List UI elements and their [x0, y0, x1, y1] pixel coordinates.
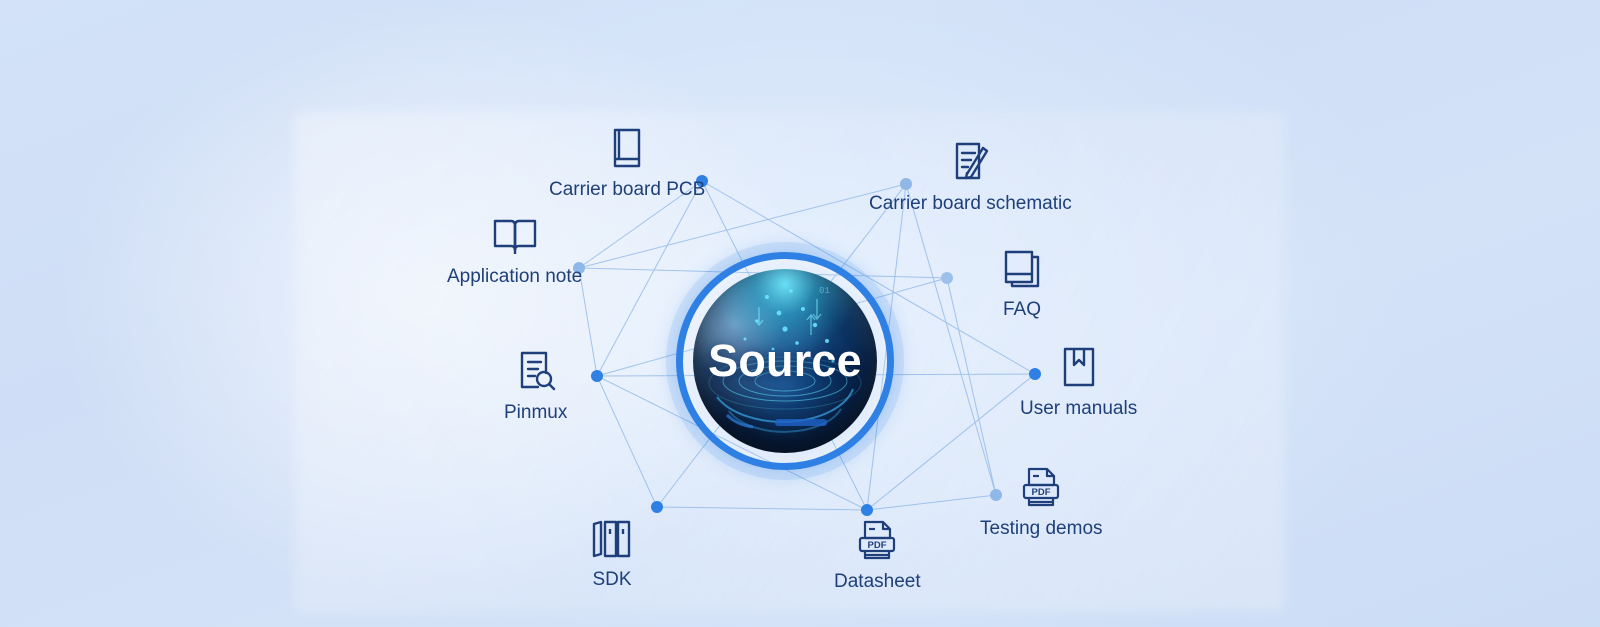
node-sdk[interactable]: SDK [588, 516, 636, 591]
pdf-file-icon: PDF [1018, 465, 1064, 509]
node-label: User manuals [1020, 398, 1138, 419]
node-label: Carrier board PCB [549, 179, 706, 200]
node-testing-demos[interactable]: PDF Testing demos [980, 465, 1103, 540]
document-pencil-icon [949, 140, 991, 184]
node-label: Testing demos [980, 518, 1103, 539]
node-dot-datasheet[interactable] [861, 504, 873, 516]
node-dot-faq[interactable] [941, 272, 953, 284]
svg-text:PDF: PDF [868, 540, 887, 551]
node-carrier-board-pcb[interactable]: Carrier board PCB [549, 126, 705, 201]
books-stack-icon [588, 516, 636, 560]
open-book-icon [491, 215, 539, 257]
svg-text:PDF: PDF [1032, 487, 1051, 498]
sphere-title: Source [708, 335, 862, 386]
node-dot-sdk[interactable] [651, 501, 663, 513]
node-pinmux[interactable]: Pinmux [504, 349, 567, 424]
node-label: Application note [447, 266, 583, 287]
node-user-manuals[interactable]: User manuals [1020, 345, 1137, 420]
document-search-icon [514, 349, 558, 393]
node-application-note[interactable]: Application note [447, 215, 582, 288]
bookmark-book-icon [1058, 345, 1100, 389]
node-label: Carrier board schematic [869, 193, 1072, 214]
node-label: Pinmux [504, 402, 568, 423]
pdf-file-icon: PDF [854, 518, 900, 562]
closed-book-icon [607, 126, 647, 170]
node-datasheet[interactable]: PDF Datasheet [834, 518, 921, 593]
node-faq[interactable]: FAQ [1000, 248, 1044, 321]
sphere-ring [676, 252, 894, 470]
node-label: FAQ [1002, 299, 1041, 320]
node-dot-pinmux[interactable] [591, 370, 603, 382]
node-label: Datasheet [834, 571, 921, 592]
node-carrier-board-schematic[interactable]: Carrier board schematic [869, 140, 1072, 215]
node-label: SDK [592, 569, 632, 590]
book-icon [1000, 248, 1044, 290]
source-sphere[interactable]: 01 Source [666, 242, 904, 480]
